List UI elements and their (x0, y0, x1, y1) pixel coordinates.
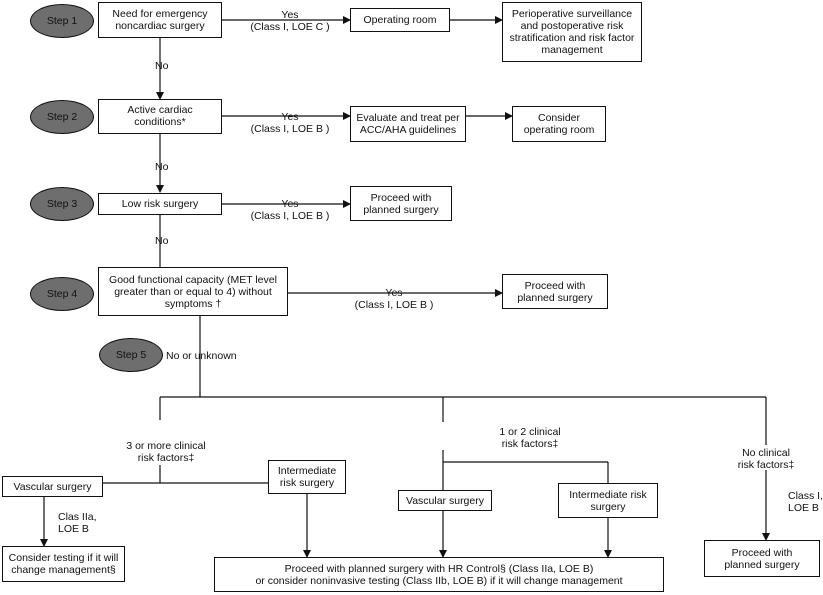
hr-control-box: Proceed with planned surgery with HR Con… (214, 557, 664, 592)
vascular-surgery-mid-box: Vascular surgery (398, 490, 492, 511)
proceed-step4-box: Proceed with planned surgery (502, 274, 608, 309)
emergency-surgery-box: Need for emergency noncardiac surgery (98, 2, 222, 38)
no-or-unknown-label: No or unknown (166, 350, 237, 362)
perioperative-box: Perioperative surveillance and postopera… (502, 2, 642, 62)
yes-label-step1: Yes (Class I, LOE C ) (250, 9, 330, 33)
one-or-two-risk-label: 1 or 2 clinical risk factors‡ (499, 426, 561, 450)
step-3-label: Step 3 (46, 198, 78, 210)
class-i-label: Class I, LOE B (788, 490, 823, 514)
step-3-oval: Step 3 (30, 187, 94, 221)
step-5-oval: Step 5 (99, 338, 163, 372)
intermediate-risk-left-box: Intermediate risk surgery (268, 460, 346, 494)
step-1-label: Step 1 (46, 15, 78, 27)
active-cardiac-box: Active cardiac conditions* (98, 99, 222, 134)
step-4-oval: Step 4 (30, 277, 94, 311)
step-4-label: Step 4 (46, 288, 78, 300)
no-label-step2: No (155, 161, 169, 173)
three-or-more-risk-label: 3 or more clinical risk factors‡ (126, 440, 206, 464)
proceed-step3-box: Proceed with planned surgery (350, 186, 452, 221)
intermediate-risk-mid-box: Intermediate risk surgery (558, 483, 658, 518)
evaluate-treat-box: Evaluate and treat per ACC/AHA guideline… (350, 106, 466, 142)
operating-room-box: Operating room (350, 8, 450, 32)
yes-label-step4: Yes (Class I, LOE B ) (354, 287, 434, 311)
step-1-oval: Step 1 (30, 4, 94, 38)
vascular-surgery-left-box: Vascular surgery (2, 476, 103, 497)
yes-label-step2: Yes (Class I, LOE B ) (250, 111, 330, 135)
proceed-no-clinical-box: Proceed with planned surgery (704, 540, 820, 577)
consider-testing-box: Consider testing if it will change manag… (2, 546, 125, 582)
no-label-step1: No (155, 60, 169, 72)
yes-label-step3: Yes (Class I, LOE B ) (250, 198, 330, 222)
no-clinical-risk-label: No clinical risk factors‡ (737, 447, 795, 471)
functional-capacity-box: Good functional capacity (MET level grea… (98, 267, 288, 316)
no-label-step3: No (155, 235, 169, 247)
class-iia-label: Clas IIa, LOE B (58, 511, 97, 535)
consider-or-box: Consider operating room (512, 106, 606, 142)
step-2-label: Step 2 (46, 111, 78, 123)
step-2-oval: Step 2 (30, 100, 94, 134)
step-5-label: Step 5 (115, 349, 147, 361)
low-risk-surgery-box: Low risk surgery (98, 193, 222, 215)
